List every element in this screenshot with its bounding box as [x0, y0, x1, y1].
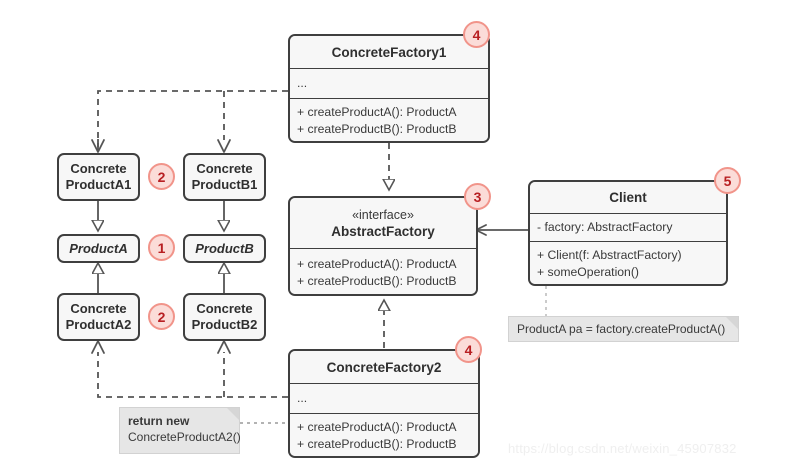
class-concretefactory1-attributes: ... — [290, 69, 488, 99]
class-concreteproducta1[interactable]: Concrete ProductA1 — [57, 153, 140, 201]
operation-row: + createProductA(): ProductA — [297, 256, 457, 271]
note-return-new: return new ConcreteProductA2() — [119, 407, 241, 454]
note-return-new-bold: return new — [128, 414, 190, 428]
attribute-row: ... — [297, 391, 308, 405]
label-line-2: ProductA2 — [65, 317, 132, 332]
class-concretefactory2-attributes: ... — [290, 384, 478, 414]
badge-abstractfactory: 3 — [464, 183, 491, 210]
class-client-title: Client — [530, 182, 726, 214]
class-concreteproductb2-label: Concrete ProductB2 — [192, 301, 258, 333]
operation-row: + someOperation() — [537, 265, 639, 279]
class-concretefactory1[interactable]: ConcreteFactory1 ... + createProductA():… — [288, 34, 490, 143]
class-client-attributes: - factory: AbstractFactory — [530, 214, 726, 242]
note-client-usage-text: ProductA pa = factory.createProductA() — [517, 322, 726, 336]
label-line-1: Concrete — [196, 161, 253, 176]
class-concretefactory2-operations: + createProductA(): ProductA + createPro… — [290, 414, 478, 456]
operation-row: + createProductA(): ProductA — [297, 420, 457, 434]
class-abstractfactory[interactable]: «interface» AbstractFactory + createProd… — [288, 196, 478, 296]
class-concreteproducta2[interactable]: Concrete ProductA2 — [57, 293, 140, 341]
note-fold-corner — [227, 408, 239, 420]
operation-row: + createProductB(): ProductB — [297, 273, 457, 288]
class-concreteproducta2-label: Concrete ProductA2 — [66, 301, 132, 333]
class-client-operations: + Client(f: AbstractFactory) + someOpera… — [530, 242, 726, 284]
operation-row: + createProductB(): ProductB — [297, 122, 457, 136]
label-line-2: ProductA1 — [65, 177, 132, 192]
class-concretefactory1-operations: + createProductA(): ProductA + createPro… — [290, 99, 488, 141]
class-abstractfactory-title: «interface» AbstractFactory — [290, 198, 476, 249]
class-client[interactable]: Client - factory: AbstractFactory + Clie… — [528, 180, 728, 286]
attribute-row: - factory: AbstractFactory — [537, 220, 673, 234]
class-abstractfactory-stereotype: «interface» — [352, 208, 414, 222]
class-productb[interactable]: ProductB — [183, 234, 266, 263]
class-concreteproducta1-label: Concrete ProductA1 — [66, 161, 132, 193]
badge-client: 5 — [714, 167, 741, 194]
class-abstractfactory-name: AbstractFactory — [331, 224, 435, 239]
attribute-row: ... — [297, 76, 308, 90]
badge-concrete-products-top: 2 — [148, 163, 175, 190]
class-productb-label: ProductB — [195, 240, 254, 256]
operation-row: + Client(f: AbstractFactory) — [537, 248, 682, 262]
edge-cf2-creates-products — [91, 340, 288, 398]
class-producta-label: ProductA — [69, 240, 128, 256]
watermark-text: https://blog.csdn.net/weixin_45907832 — [508, 441, 737, 456]
class-concretefactory1-title: ConcreteFactory1 — [290, 36, 488, 69]
class-abstractfactory-operations: + createProductA(): ProductA + createPro… — [290, 249, 476, 294]
badge-product-interfaces: 1 — [148, 234, 175, 261]
operation-row: + createProductB(): ProductB — [297, 437, 457, 451]
edge-cf1-creates-products — [91, 90, 288, 153]
badge-concrete-products-bottom: 2 — [148, 303, 175, 330]
class-concreteproductb2[interactable]: Concrete ProductB2 — [183, 293, 266, 341]
label-line-1: Concrete — [70, 301, 127, 316]
class-concreteproductb1[interactable]: Concrete ProductB1 — [183, 153, 266, 201]
class-concreteproductb1-label: Concrete ProductB1 — [192, 161, 258, 193]
class-concretefactory2[interactable]: ConcreteFactory2 ... + createProductA():… — [288, 349, 480, 458]
note-client-usage: ProductA pa = factory.createProductA() — [508, 316, 739, 342]
label-line-2: ProductB2 — [191, 317, 258, 332]
badge-concretefactory1: 4 — [463, 21, 490, 48]
label-line-1: Concrete — [70, 161, 127, 176]
badge-concretefactory2: 4 — [455, 336, 482, 363]
note-return-new-text: ConcreteProductA2() — [128, 430, 241, 444]
label-line-1: Concrete — [196, 301, 253, 316]
class-producta[interactable]: ProductA — [57, 234, 140, 263]
operation-row: + createProductA(): ProductA — [297, 105, 457, 119]
label-line-2: ProductB1 — [191, 177, 258, 192]
class-concretefactory2-title: ConcreteFactory2 — [290, 351, 478, 384]
